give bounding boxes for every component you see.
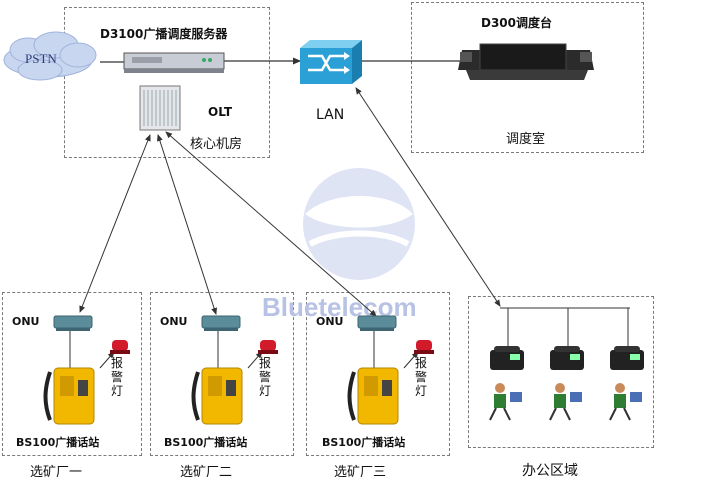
desk-phone-icon-3: [610, 346, 644, 370]
phone-label-2: BS100广播话站: [164, 436, 248, 449]
server-label: D3100广播调度服务器: [100, 27, 228, 41]
core-room-label: 核心机房: [190, 137, 243, 152]
phone-icon-2: [191, 367, 243, 425]
desk-phone-icon-2: [550, 346, 584, 370]
alarm-icon-3: [414, 340, 434, 354]
alarm-label-2: 报警灯: [258, 356, 271, 398]
office-box: [468, 296, 654, 448]
desk-phone-icon-1: [490, 346, 524, 370]
onu-label-2: ONU: [160, 315, 188, 328]
area-label-2: 选矿厂二: [180, 465, 233, 480]
user-icon-1: [489, 383, 522, 421]
dispatch-room-label: 调度室: [506, 132, 546, 147]
alarm-label-1: 报警灯: [110, 356, 123, 398]
onu-label-1: ONU: [12, 315, 40, 328]
phone-label-3: BS100广播话站: [322, 436, 406, 449]
office-label: 办公区域: [522, 463, 578, 479]
user-icon-2: [549, 383, 582, 421]
phone-icon-1: [43, 367, 95, 425]
station-box-1: [2, 292, 142, 456]
phone-icon-3: [347, 367, 399, 425]
area-label-3: 选矿厂三: [334, 465, 387, 480]
area-label-1: 选矿厂一: [30, 465, 83, 480]
olt-label: OLT: [208, 105, 233, 119]
onu-icon-1: [53, 315, 93, 331]
alarm-label-3: 报警灯: [414, 356, 427, 398]
console-label: D300调度台: [481, 16, 553, 30]
alarm-icon-1: [110, 340, 130, 354]
lan-label: LAN: [316, 107, 345, 123]
dispatch-room-box: [411, 2, 644, 153]
user-icon-3: [609, 383, 642, 421]
onu-label-3: ONU: [316, 315, 344, 328]
onu-icon-2: [201, 315, 241, 331]
onu-icon-3: [357, 315, 397, 331]
pstn-label: PSTN: [25, 51, 57, 66]
alarm-icon-2: [258, 340, 278, 354]
phone-label-1: BS100广播话站: [16, 436, 100, 449]
